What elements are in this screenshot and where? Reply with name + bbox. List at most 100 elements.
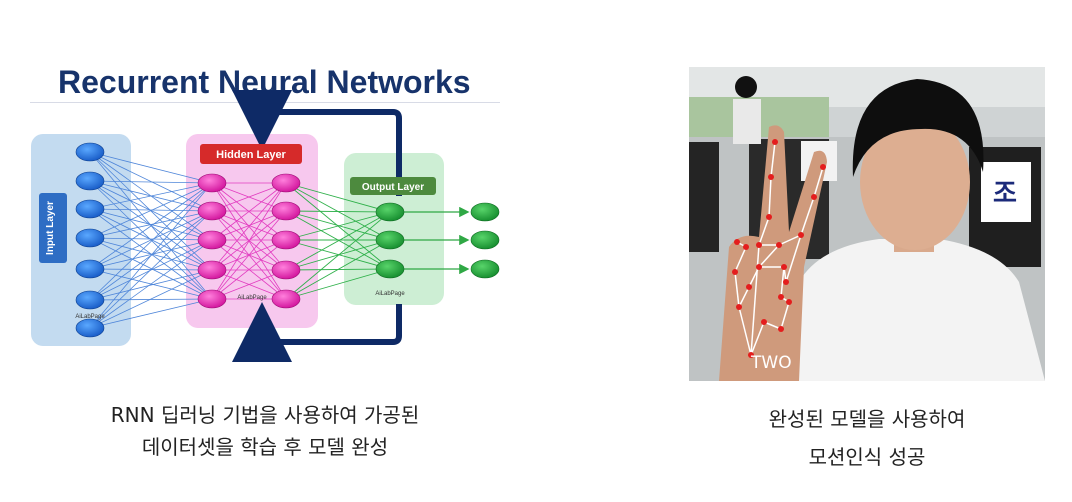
landmark-link-22: [785, 234, 802, 283]
landmark-point-14: [746, 284, 752, 290]
landmark-point-12: [820, 164, 826, 170]
landmark-link-18: [750, 321, 765, 356]
watermark-hidden: AiLabPage: [237, 295, 267, 301]
landmark-link-11: [813, 166, 824, 198]
landmark-point-11: [811, 194, 817, 200]
input-node-3: [75, 228, 105, 248]
landmark-link-0: [738, 306, 752, 356]
edge-hidden2-4-output-2: [285, 268, 391, 300]
landmark-point-8: [772, 139, 778, 145]
edge-hidden2-2-output-2: [285, 239, 391, 270]
edge-hidden2-1-output-0: [285, 210, 391, 213]
edge-input-1-hidden-0: [89, 180, 213, 184]
output-node-1: [375, 230, 405, 250]
edge-input-4-hidden-1: [89, 210, 213, 270]
landmark-link-1: [734, 271, 740, 308]
hidden-node-b-4: [271, 289, 301, 309]
edge-input-5-hidden-3: [89, 269, 213, 301]
caption-right-line2: 모션인식 성공: [808, 445, 926, 469]
edge-input-0-hidden-0: [89, 151, 213, 184]
edge-hidden2-0-output-0: [285, 182, 391, 213]
hidden-node-a-1: [197, 201, 227, 221]
edge-input-5-hidden-4: [89, 298, 213, 301]
landmark-point-16: [778, 294, 784, 300]
input-layer-header: [39, 193, 67, 263]
background-person-head: [735, 76, 757, 98]
monitor-left: [689, 142, 719, 252]
landmark-link-7: [770, 141, 776, 178]
hidden-node-b-1: [271, 201, 301, 221]
landmark-point-5: [756, 242, 762, 248]
edge-hidden-2-hidden2-0: [211, 182, 287, 241]
final-output-node-1: [470, 230, 500, 250]
landmark-link-20: [780, 301, 790, 330]
hidden-output-connections: [285, 182, 391, 300]
landmark-point-10: [798, 232, 804, 238]
caption-right-line1: 완성된 모델을 사용하여: [768, 407, 966, 431]
input-node-2: [75, 199, 105, 219]
gesture-label: TWO: [750, 353, 792, 373]
landmark-link-14: [738, 286, 750, 308]
output-node-2: [375, 259, 405, 279]
person-face: [860, 114, 970, 250]
input-node-4: [75, 259, 105, 279]
landmark-point-6: [766, 214, 772, 220]
edge-hidden-2-hidden2-1: [211, 210, 287, 241]
network-nodes: [75, 142, 500, 338]
edge-input-0-hidden-1: [89, 151, 213, 212]
hidden-node-a-0: [197, 173, 227, 193]
edge-input-4-hidden-0: [89, 182, 213, 270]
edge-hidden-3-hidden2-0: [211, 182, 287, 271]
landmark-link-6: [768, 176, 772, 218]
hand-landmarks: [732, 139, 826, 358]
landmark-point-0: [748, 352, 754, 358]
edge-input-6-hidden-4: [89, 298, 213, 329]
watermark-output: AiLabPage: [375, 291, 405, 297]
landmark-point-18: [761, 319, 767, 325]
edge-hidden-4-hidden2-3: [211, 269, 287, 300]
landmark-link-16: [780, 266, 785, 298]
landmark-point-19: [778, 326, 784, 332]
edge-input-6-hidden-1: [89, 210, 213, 329]
landmark-point-7: [768, 174, 774, 180]
output-node-0: [375, 202, 405, 222]
hidden-node-a-2: [197, 230, 227, 250]
edge-input-6-hidden-3: [89, 269, 213, 329]
edge-hidden2-4-output-1: [285, 239, 391, 300]
landmark-link-12: [758, 244, 780, 268]
hidden-node-b-0: [271, 173, 301, 193]
hidden-layer-label: Hidden Layer: [216, 149, 286, 161]
input-node-5: [75, 290, 105, 310]
landmark-link-10: [800, 196, 815, 236]
input-layer-label: Input Layer: [45, 201, 56, 255]
landmark-link-5: [758, 216, 770, 246]
watermark-input: AiLabPage: [75, 314, 105, 320]
edge-input-6-hidden-0: [89, 182, 213, 329]
edge-input-5-hidden-0: [89, 182, 213, 301]
edge-hidden2-2-output-0: [285, 211, 391, 241]
landmark-link-19: [763, 321, 782, 330]
edge-hidden2-1-output-1: [285, 210, 391, 241]
landmark-link-4: [750, 244, 760, 356]
landmark-point-2: [732, 269, 738, 275]
edge-input-4-hidden-2: [89, 239, 213, 270]
landmark-point-17: [786, 299, 792, 305]
hidden-layer-header: [200, 144, 302, 164]
edge-input-3-hidden-4: [89, 237, 213, 300]
landmark-link-2: [734, 246, 747, 273]
person-hand: [719, 125, 827, 381]
edge-input-6-hidden-2: [89, 239, 213, 329]
edge-hidden2-3-output-0: [285, 211, 391, 271]
final-output-node-0: [470, 202, 500, 222]
landmark-link-13: [748, 266, 760, 288]
output-arrows: [404, 206, 470, 275]
banner-sign-text: 조: [993, 179, 1017, 209]
final-output-node-2: [470, 259, 500, 279]
landmark-link-9: [778, 234, 802, 246]
input-node-1: [75, 171, 105, 191]
landmark-point-1: [736, 304, 742, 310]
person-hair: [852, 79, 984, 177]
edge-input-1-hidden-3: [89, 180, 213, 271]
person-shirt: [789, 239, 1045, 381]
landmark-point-9: [776, 242, 782, 248]
